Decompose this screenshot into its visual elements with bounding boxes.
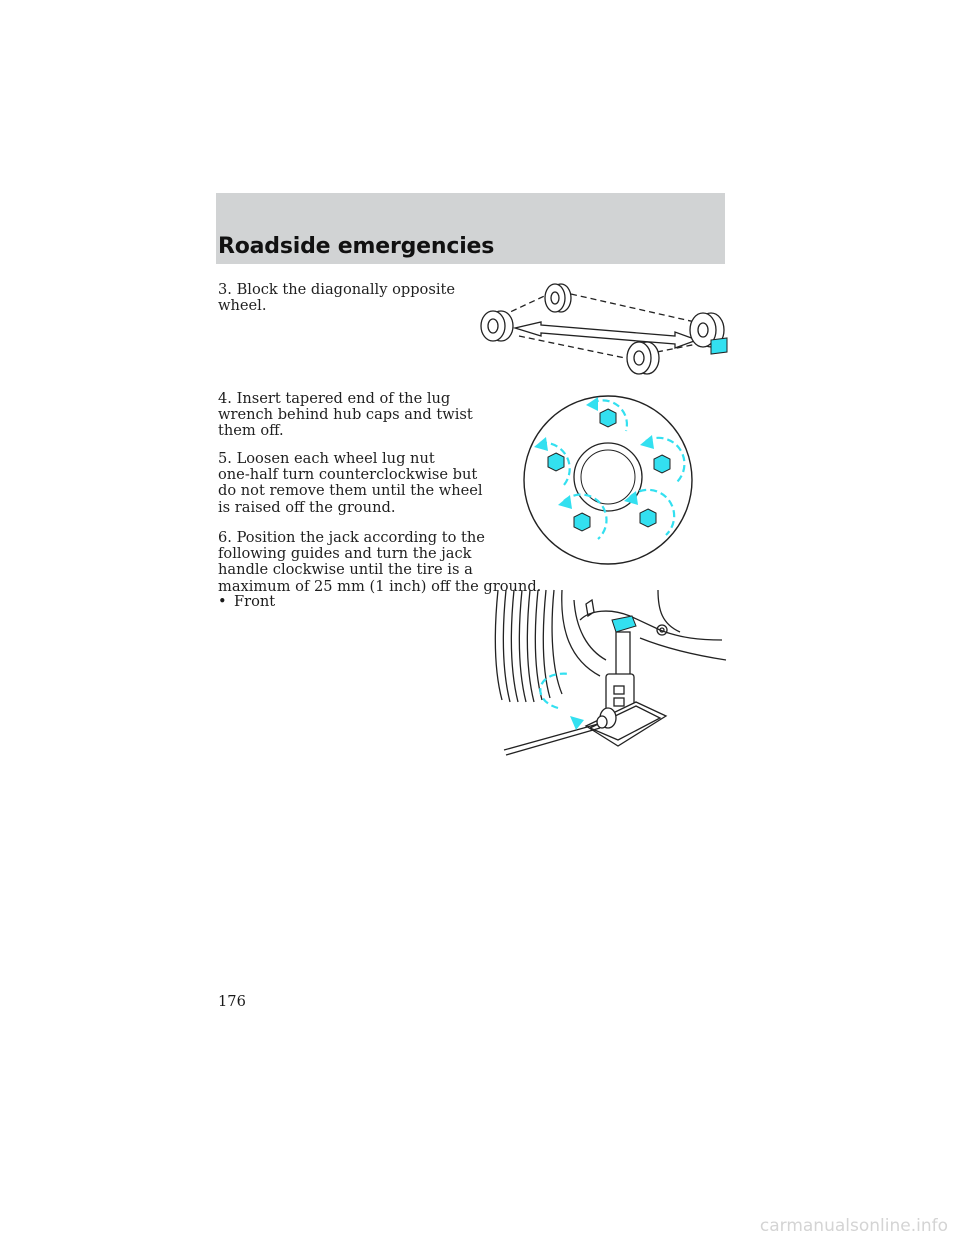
lug-nut-bottom-left (573, 512, 591, 532)
step-5-line-3: do not remove them until the wheel (218, 482, 483, 500)
header-band (216, 193, 725, 264)
lug-nut-right (653, 454, 671, 474)
step-6-line-1: 6. Position the jack according to the (218, 529, 485, 546)
lug-nut-bottom-right (639, 508, 657, 528)
bullet-front: • Front (218, 594, 275, 610)
bullet-dot: • (218, 593, 227, 610)
step-6-text: 6. Position the jack according to the fo… (218, 529, 542, 595)
lug-nut-top (599, 408, 617, 428)
step-4-line-3: them off. (218, 422, 284, 440)
step-3-line-2: wheel. (218, 297, 267, 315)
step-4-line-1: 4. Insert tapered end of the lug (218, 390, 451, 407)
step-4-line-2: wrench behind hub caps and twist (218, 406, 473, 424)
bullet-label: Front (234, 593, 276, 610)
step-6-line-3: handle clockwise until the tire is a (218, 561, 473, 579)
step-6-line-4: maximum of 25 mm (1 inch) off the ground… (218, 577, 542, 595)
wheel-block-illustration (480, 283, 728, 375)
step-5-line-2: one-half turn counterclockwise but (218, 466, 478, 484)
step-3-text: 3. Block the diagonally opposite wheel. (218, 281, 456, 315)
section-title: Roadside emergencies (218, 234, 495, 259)
step-5-line-4: is raised off the ground. (218, 498, 396, 516)
watermark-text: carmanualsonline.info (759, 1216, 948, 1236)
step-3-line-1: 3. Block the diagonally opposite (218, 281, 456, 298)
step-6-line-2: following guides and turn the jack (218, 545, 472, 563)
step-5-text: 5. Loosen each wheel lug nut one-half tu… (218, 450, 483, 516)
page-number: 176 (218, 993, 246, 1010)
step-5-line-1: 5. Loosen each wheel lug nut (218, 450, 435, 467)
front-jack-illustration (494, 589, 727, 756)
lug-nut-illustration (523, 395, 693, 565)
lug-nut-left (547, 452, 565, 472)
step-4-text: 4. Insert tapered end of the lug wrench … (218, 390, 473, 440)
wheel-chock (710, 337, 728, 355)
